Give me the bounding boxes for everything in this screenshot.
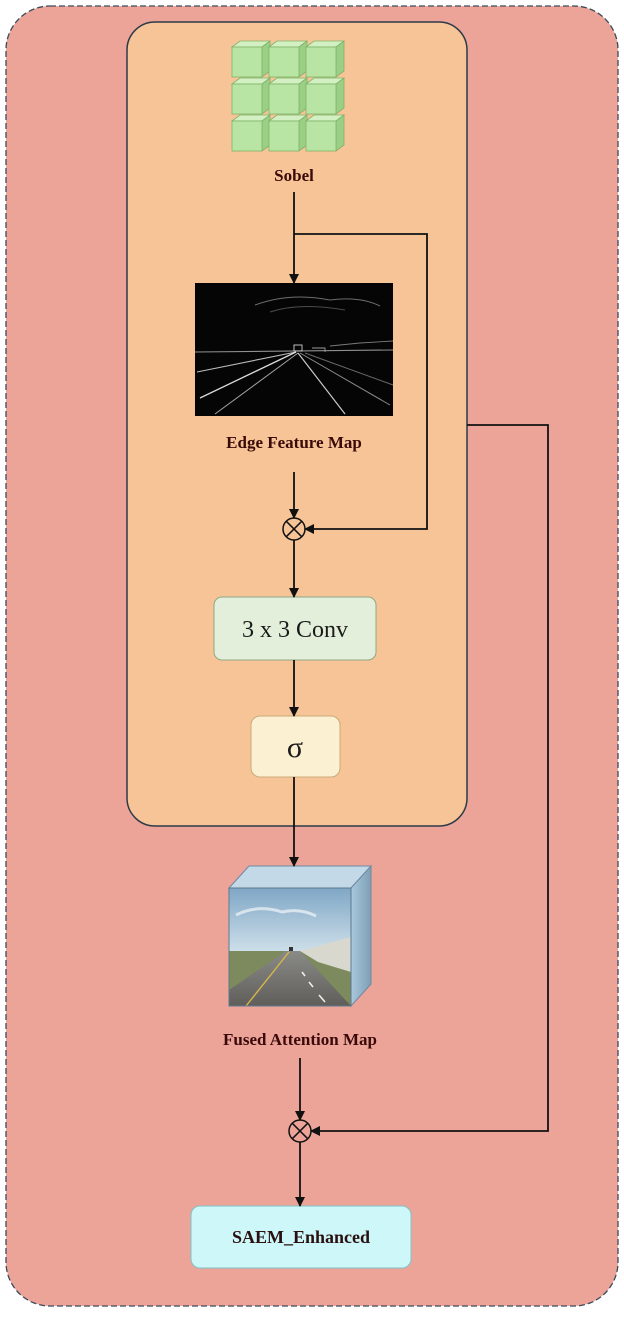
sigmoid-label: σ — [287, 731, 303, 764]
edge-feature-map-label: Edge Feature Map — [226, 433, 362, 452]
sobel-label: Sobel — [274, 166, 314, 185]
kernel-cell-icon — [267, 114, 309, 152]
kernel-cell-icon — [304, 77, 346, 115]
kernel-cell-icon — [267, 40, 309, 78]
connectors — [289, 192, 549, 1207]
arrow-sobel-branch-to-multiply — [294, 233, 428, 534]
arrow-skip-to-multiply — [310, 424, 549, 1136]
saem-enhanced-label: SAEM_Enhanced — [232, 1227, 370, 1247]
kernel-cell-icon — [267, 77, 309, 115]
sobel-kernel-icon — [230, 40, 346, 152]
kernel-cell-icon — [304, 40, 346, 78]
kernel-cell-icon — [304, 114, 346, 152]
fused-attention-map-cube — [227, 864, 373, 1008]
kernel-cell-icon — [230, 40, 272, 78]
fused-road-image — [229, 888, 351, 1007]
conv-3x3-label: 3 x 3 Conv — [242, 617, 348, 643]
kernel-cell-icon — [230, 114, 272, 152]
kernel-cell-icon — [230, 77, 272, 115]
edge-feature-map-image — [194, 283, 394, 416]
inner-edge-attention-container — [126, 21, 468, 827]
fused-attention-map-label: Fused Attention Map — [223, 1030, 377, 1049]
